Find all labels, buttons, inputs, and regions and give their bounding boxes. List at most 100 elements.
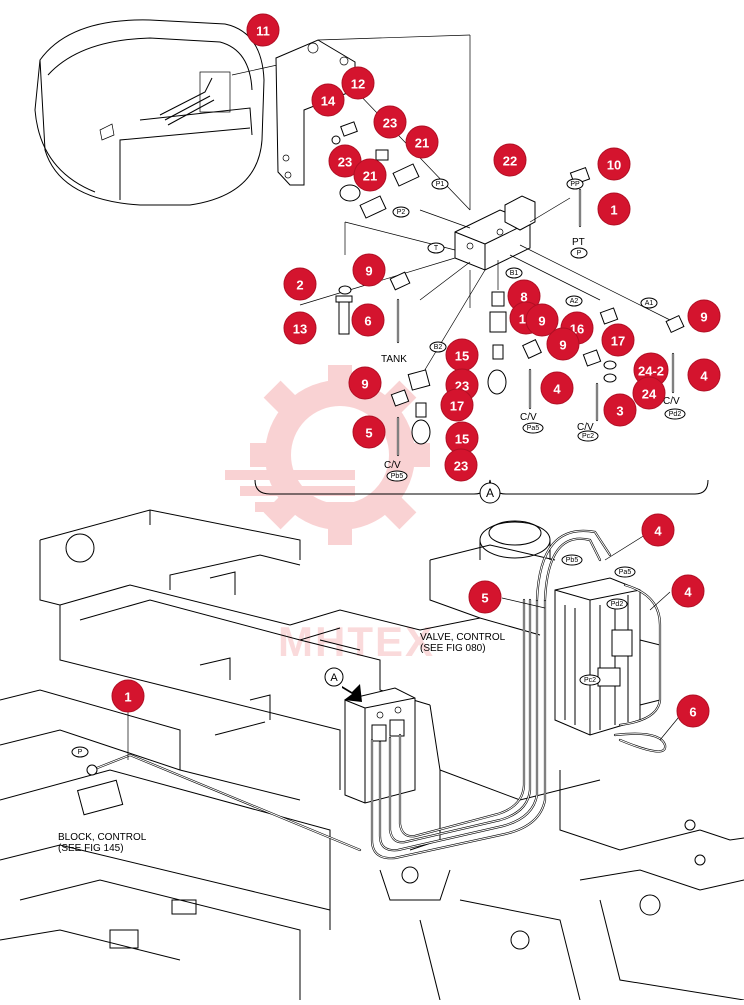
detail-port-tag-PP: PP <box>566 178 584 190</box>
elbow-9d <box>390 389 410 407</box>
detail-port-tag-Pc2: Pc2 <box>577 430 599 442</box>
svg-text:5: 5 <box>365 426 372 441</box>
svg-text:23: 23 <box>383 116 397 131</box>
detail-callout-4a: 4 <box>540 371 574 405</box>
detail-callout-6: 6 <box>351 303 385 337</box>
detail-port-tag-Pb5: Pb5 <box>386 470 408 482</box>
svg-text:10: 10 <box>607 158 621 173</box>
tee-17b <box>407 369 431 391</box>
elbow-9e <box>665 314 685 334</box>
detail-port-tag-A1: A1 <box>640 297 658 309</box>
svg-text:4: 4 <box>700 369 708 384</box>
svg-text:9: 9 <box>365 264 372 279</box>
watermark-gear <box>225 365 430 545</box>
detail-callout-10: 10 <box>597 147 631 181</box>
svg-text:4: 4 <box>553 382 561 397</box>
svg-text:P1: P1 <box>436 181 445 188</box>
svg-text:Pd2: Pd2 <box>669 411 682 418</box>
o-ring-24 <box>603 360 617 383</box>
svg-text:14: 14 <box>321 94 336 109</box>
detail-port-tag-T: T <box>427 242 445 254</box>
detail-port-tag-A2: A2 <box>565 295 583 307</box>
svg-text:6: 6 <box>689 705 696 720</box>
elbow-9c <box>599 307 619 325</box>
svg-text:P: P <box>577 250 582 257</box>
detail-callout-13: 13 <box>283 311 317 345</box>
svg-text:1: 1 <box>124 690 131 705</box>
svg-text:3: 3 <box>616 404 623 419</box>
detail-callout-9c: 9 <box>687 299 721 333</box>
detail-callout-9d: 9 <box>348 366 382 400</box>
detail-callout-15b: 15 <box>445 421 479 455</box>
svg-text:A: A <box>330 672 338 684</box>
label-cv-1: C/V <box>384 460 401 471</box>
detail-callout-23b: 23 <box>328 144 362 178</box>
group-bracket-a <box>254 479 709 495</box>
detail-callout-12: 12 <box>341 66 375 100</box>
detail-callout-9e: 9 <box>525 303 559 337</box>
detail-port-tag-Pa5: Pa5 <box>522 422 544 434</box>
fitting-15b <box>411 402 431 445</box>
detail-callout-21b: 21 <box>353 158 387 192</box>
svg-text:B2: B2 <box>434 344 443 351</box>
svg-text:21: 21 <box>415 136 429 151</box>
elbow-9b <box>582 349 602 367</box>
assembly-port-tag-mPa5: Pa5 <box>614 566 636 578</box>
detail-port-tag-P1: P1 <box>431 178 449 190</box>
fitting-15a <box>487 344 507 395</box>
svg-text:12: 12 <box>351 77 365 92</box>
detail-callout-23a: 23 <box>373 105 407 139</box>
svg-text:23: 23 <box>338 155 352 170</box>
svg-text:2: 2 <box>296 278 303 293</box>
svg-text:8: 8 <box>520 290 527 305</box>
detail-port-tag-B2: B2 <box>429 341 447 353</box>
svg-text:9: 9 <box>700 310 707 325</box>
bolt-12 <box>331 121 358 145</box>
svg-text:11: 11 <box>256 24 270 39</box>
assembly-callout-m1: 1 <box>111 679 145 713</box>
svg-text:9: 9 <box>559 338 566 353</box>
svg-text:P2: P2 <box>397 209 406 216</box>
detail-callout-9b: 9 <box>546 327 580 361</box>
svg-text:Pb5: Pb5 <box>566 557 579 564</box>
svg-text:9: 9 <box>538 314 545 329</box>
detail-callout-21a: 21 <box>405 125 439 159</box>
svg-text:A: A <box>486 486 494 500</box>
detail-callout-14: 14 <box>311 83 345 117</box>
svg-text:A2: A2 <box>570 298 579 305</box>
svg-text:P: P <box>78 749 83 756</box>
assembly-port-tag-mPd2: Pd2 <box>606 598 628 610</box>
svg-text:Pd2: Pd2 <box>611 601 624 608</box>
svg-text:A1: A1 <box>645 300 654 307</box>
svg-text:23: 23 <box>454 459 468 474</box>
control-valve <box>554 577 661 736</box>
detail-callout-9a: 9 <box>352 253 386 287</box>
detail-callout-2: 2 <box>283 267 317 301</box>
detail-callout-17a: 17 <box>601 323 635 357</box>
label-cv-4: C/V <box>663 396 680 407</box>
svg-text:4: 4 <box>684 585 692 600</box>
fitting-23 <box>339 149 389 202</box>
detail-port-tag-Pd2: Pd2 <box>664 408 686 420</box>
label-cv-2: C/V <box>520 412 537 423</box>
svg-text:22: 22 <box>503 154 517 169</box>
fitting-16 <box>522 339 542 359</box>
fitting-21a <box>392 163 420 187</box>
detail-callout-3: 3 <box>603 393 637 427</box>
assembly-callout-m5: 5 <box>468 580 502 614</box>
svg-text:21: 21 <box>363 169 377 184</box>
fitting-21b <box>359 195 387 219</box>
svg-text:24-2: 24-2 <box>638 364 664 379</box>
detail-callout-22: 22 <box>493 143 527 177</box>
solenoid-valve <box>454 195 536 271</box>
cab-thumbnail <box>34 19 301 206</box>
detail-callout-24: 24 <box>632 376 666 410</box>
hose-bundle <box>90 529 667 860</box>
assembly-port-tag-mPb5: Pb5 <box>561 554 583 566</box>
detail-callout-5: 5 <box>352 415 386 449</box>
detail-callout-17b: 17 <box>440 388 474 422</box>
detail-port-tag-B1: B1 <box>505 267 523 279</box>
svg-text:Pb5: Pb5 <box>391 473 404 480</box>
